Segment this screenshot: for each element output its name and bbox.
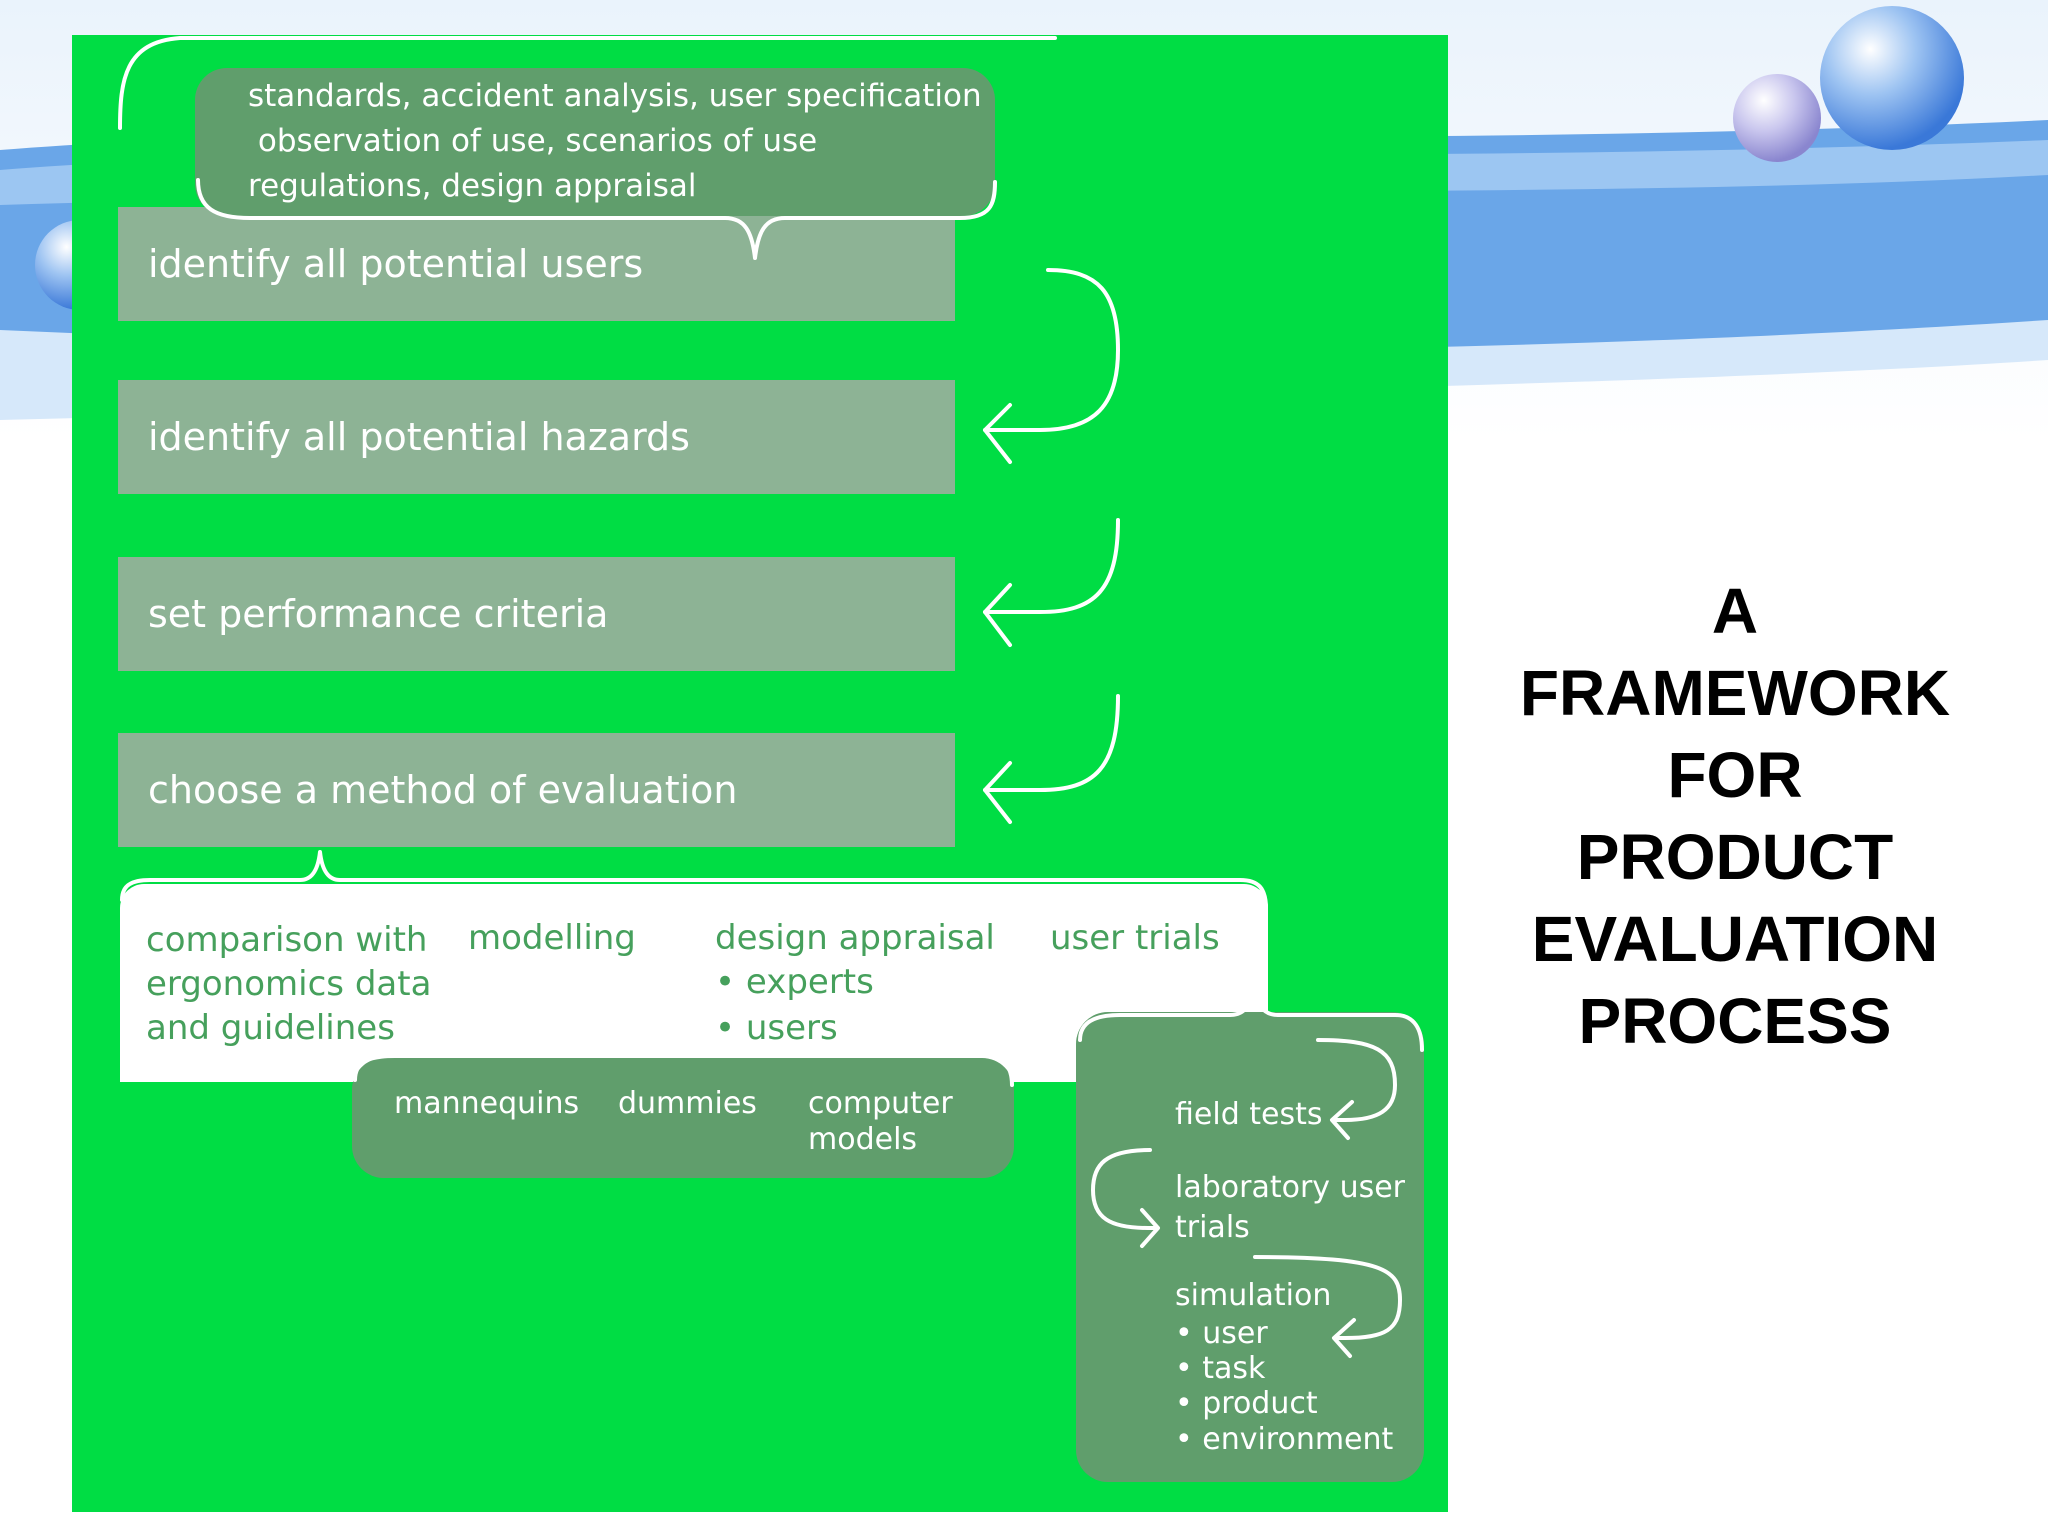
title-line: FOR [1667,739,1803,811]
method-user-trials: user trials [1050,918,1220,958]
trial-field-tests: field tests [1175,1097,1323,1132]
title-line: A [1711,575,1759,647]
inputs-line: observation of use, scenarios of use [248,123,818,159]
slide-title: A FRAMEWORK FOR PRODUCT EVALUATION PROCE… [1470,570,2000,1062]
simulation-item: • product [1175,1386,1318,1421]
title-line: EVALUATION [1531,903,1939,975]
simulation-item: • task [1175,1351,1266,1386]
trial-simulation: simulation [1175,1278,1332,1313]
title-line: PRODUCT [1576,821,1894,893]
step-performance-criteria: set performance criteria [118,557,955,671]
title-line: FRAMEWORK [1519,657,1951,729]
sphere-decoration [1820,6,1964,150]
inputs-line: regulations, design appraisal [248,168,697,204]
design-appraisal-item: • users [715,1008,838,1048]
step-identify-users: identify all potential users [118,207,955,321]
simulation-item: • user [1175,1316,1268,1351]
title-line: PROCESS [1578,985,1892,1057]
design-appraisal-item: • experts [715,962,874,1002]
simulation-item: • environment [1175,1422,1394,1457]
modelling-dummies: dummies [618,1086,757,1121]
sphere-decoration [1733,74,1821,162]
method-modelling: modelling [468,918,636,958]
step-identify-hazards: identify all potential hazards [118,380,955,494]
method-design-appraisal: design appraisal [715,918,995,958]
modelling-mannequins: mannequins [394,1086,580,1121]
step-choose-method: choose a method of evaluation [118,733,955,847]
inputs-line: standards, accident analysis, user speci… [248,78,982,114]
